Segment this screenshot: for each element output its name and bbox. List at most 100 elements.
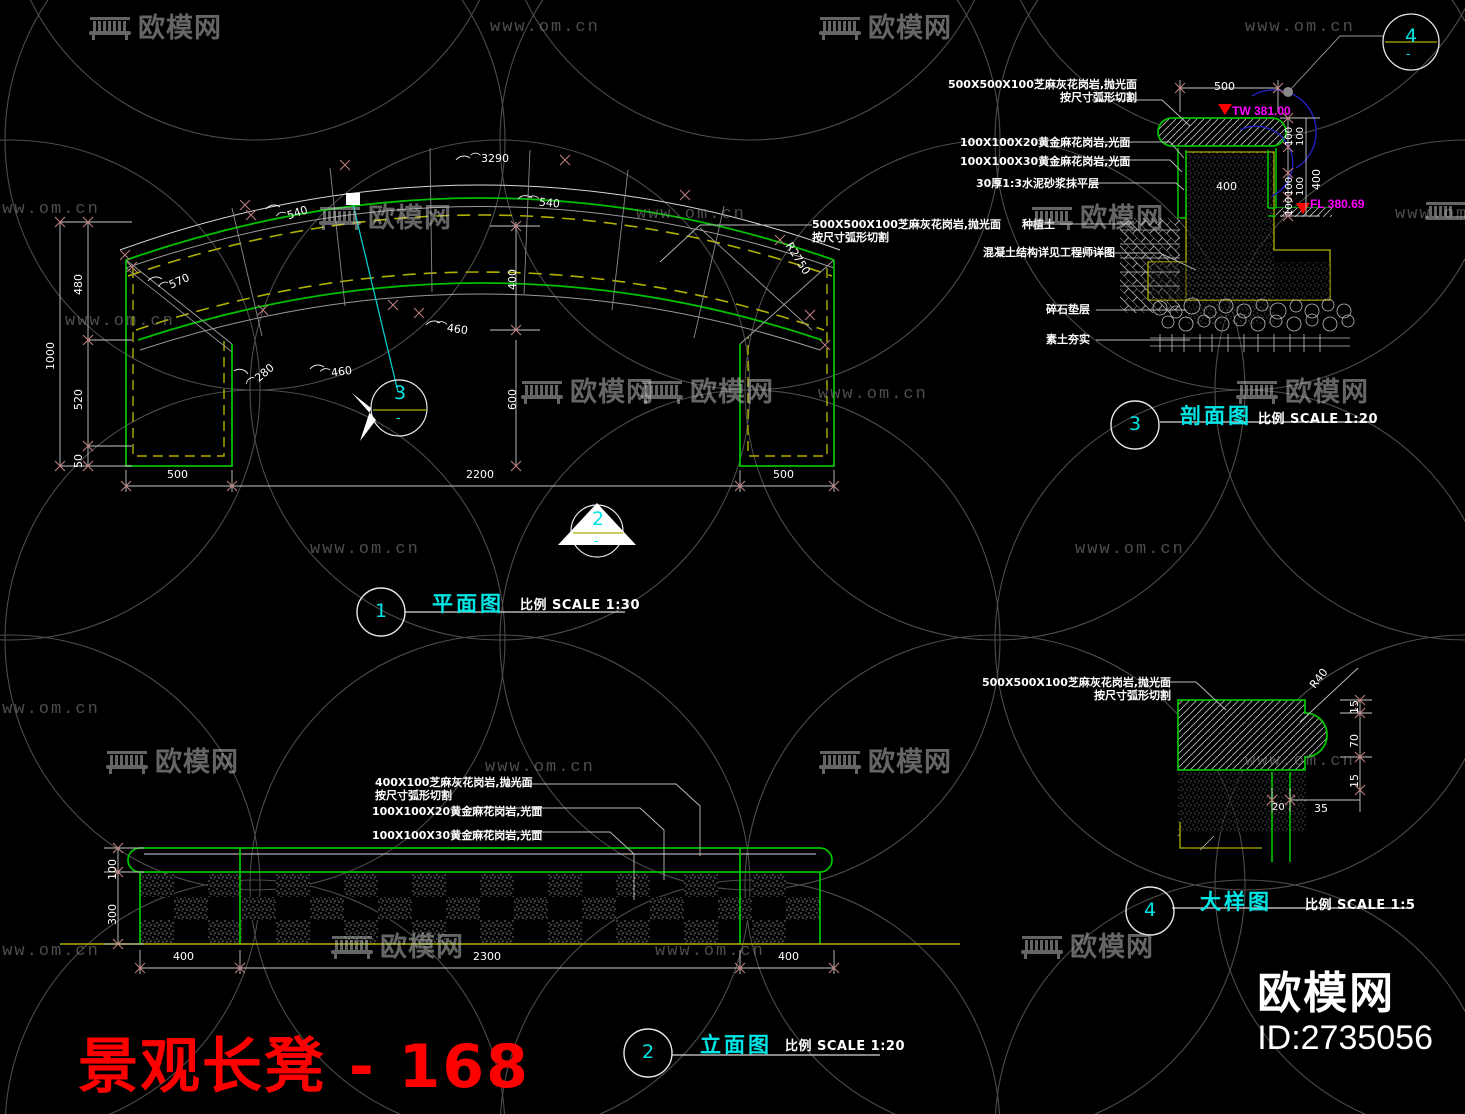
sofa-icon [1031, 206, 1073, 230]
watermark-logo: 欧模网 [640, 370, 774, 409]
section-note-compacted-soil: 素土夯实 [1046, 333, 1090, 346]
section-level-tw: TW 381.00 [1232, 104, 1291, 118]
elevation-checker [140, 874, 820, 944]
watermark-brand-text: 欧模网 [1285, 377, 1369, 408]
detail-view-title: 大样图 [1200, 890, 1272, 914]
watermark-url: www.om.cn [490, 18, 600, 37]
section-note-paver-30: 100X100X30黄金麻花岗岩,光面 [960, 155, 1131, 168]
elevation-dim-300: 300 [106, 904, 119, 925]
plan-view-title: 平面图 [432, 592, 504, 616]
sofa-icon [331, 935, 373, 959]
watermark-brand-text: 欧模网 [380, 932, 464, 963]
section-callout-marker-4-sub: - [1406, 47, 1411, 62]
detail-dim-70: 70 [1348, 734, 1361, 748]
watermark-brand-text: 欧模网 [868, 13, 952, 44]
detail-dim-15-top: 15 [1348, 700, 1361, 714]
sofa-icon [819, 16, 861, 40]
sofa-icon [319, 206, 361, 230]
plan-dim-500-right: 500 [773, 468, 794, 481]
section-view-title: 剖面图 [1180, 404, 1252, 428]
watermark-url: www.om.cn [310, 540, 420, 559]
plan-note-granite: 500X500X100芝麻灰花岗岩,抛光面 按尺寸弧形切割 [812, 218, 1002, 244]
plan-section-marker-3-sub: - [396, 411, 401, 426]
section-note-gravel-bed: 碎石垫层 [1046, 303, 1090, 316]
section-dim-400-body: 400 [1216, 180, 1237, 193]
watermark-brand-text: 欧模网 [570, 377, 654, 408]
sofa-icon [1236, 380, 1278, 404]
watermark-brand-text: 欧模网 [368, 203, 452, 234]
elevation-view-title: 立面图 [700, 1033, 772, 1057]
watermark-url: www.om.cn [1245, 18, 1355, 37]
watermark-logo: 欧模网 [818, 6, 952, 45]
watermark-brand-text: 欧模网 [138, 13, 222, 44]
watermark-logo: 欧模网 [818, 740, 952, 779]
detail-view-marker[interactable]: 4 [1144, 899, 1157, 921]
elevation-view-marker[interactable]: 2 [642, 1041, 655, 1063]
section-dim-500: 500 [1214, 80, 1235, 93]
section-callout-marker-4[interactable]: 4 [1405, 25, 1418, 47]
watermark-logo: 欧模网 [1030, 196, 1164, 235]
detail-dim-20: 20 [1272, 802, 1285, 813]
section-level-fl: FL 380.69 [1310, 197, 1365, 211]
watermark-brand-text: 欧模网 [1080, 203, 1164, 234]
plan-dim-460-b: ⌒460 [319, 363, 353, 382]
watermark-url: www.om.cn [636, 205, 746, 224]
watermark-brand-text: 欧模网 [868, 747, 952, 778]
watermark-logo: 欧模网 [330, 925, 464, 964]
sofa-icon [106, 750, 148, 774]
section-note-concrete-structure: 混凝土结构详见工程师详图 [983, 246, 1115, 259]
plan-section-marker-2-sub: - [594, 534, 599, 549]
watermark-url: www.om.cn [65, 312, 175, 331]
section-view-marker[interactable]: 3 [1129, 413, 1142, 435]
section-dim-100-e: 100 [1284, 196, 1295, 216]
elevation-dim-400-left: 400 [173, 950, 194, 963]
plan-dim-2200: 2200 [466, 468, 494, 481]
plan-dim-460-a: ⌒460 [435, 319, 469, 338]
plan-dim-280: ⌒280 [243, 361, 277, 392]
section-view-scale: 比例 SCALE 1:20 [1258, 412, 1379, 427]
plan-dim-r2750: R2750 [782, 239, 813, 278]
elevation-note-paver-30: 100X100X30黄金麻花岗岩,光面 [372, 829, 543, 842]
watermark-logo: 欧模网 [105, 740, 239, 779]
plan-view-scale: 比例 SCALE 1:30 [520, 598, 641, 613]
elevation-view-scale: 比例 SCALE 1:20 [785, 1039, 906, 1054]
watermark-brand-text: 欧模网 [155, 747, 239, 778]
sofa-icon [641, 380, 683, 404]
watermark-url: www.om.cn [1075, 540, 1185, 559]
plan-section-marker-3[interactable]: 3 [394, 382, 407, 404]
elevation-note-paver-20: 100X100X20黄金麻花岗岩,光面 [372, 805, 543, 818]
watermark-url: www.om.cn [655, 942, 765, 961]
plan-dim-600: 600 [506, 389, 519, 410]
watermark-url: www.om.cn [818, 385, 928, 404]
elevation-note-granite-seat: 400X100芝麻灰花岗岩,抛光面 按尺寸弧形切割 [375, 776, 533, 802]
detail-note-granite: 500X500X100芝麻灰花岗岩,抛光面 按尺寸弧形切割 [982, 676, 1172, 702]
plan-dim-540-left: ⌒540 [274, 203, 310, 226]
plan-dim-540-right: ⌒540 [527, 194, 561, 211]
watermark-logo: 欧模网 [318, 196, 452, 235]
detail-dim-r40: R40 [1307, 665, 1331, 692]
plan-section-marker-2[interactable]: 2 [592, 508, 605, 530]
section-dim-100-c: 100 [1284, 176, 1295, 196]
watermark-logo [1424, 196, 1465, 226]
brand-model-id: ID:2735056 [1257, 1019, 1433, 1057]
section-dim-100-b: 100 [1295, 126, 1306, 146]
brand-name: 欧模网 [1257, 968, 1396, 1019]
section-note-granite-cap: 500X500X100芝麻灰花岗岩,抛光面 按尺寸弧形切割 [948, 78, 1138, 104]
page-title: 景观长凳 - 168 [78, 1032, 530, 1102]
detail-dim-35: 35 [1314, 802, 1328, 815]
plan-dim-3290: ⌒3290 [470, 152, 509, 165]
plan-dim-520: 520 [72, 389, 85, 410]
sofa-icon [521, 380, 563, 404]
sofa-icon [1425, 202, 1465, 220]
plan-dim-50: 50 [72, 454, 85, 468]
plan-view-marker[interactable]: 1 [375, 600, 388, 622]
section-note-paver-20: 100X100X20黄金麻花岗岩,光面 [960, 136, 1131, 149]
section-dim-400-right: 400 [1310, 169, 1323, 190]
watermark-url: www.om.cn [0, 700, 100, 719]
watermark-brand-text: 欧模网 [1070, 932, 1154, 963]
watermark-url: www.om.cn [1245, 752, 1355, 771]
brand-block: 欧模网 ID:2735056 [1257, 970, 1433, 1058]
elevation-dim-100: 100 [106, 859, 119, 880]
watermark-url: www.om.cn [485, 758, 595, 777]
